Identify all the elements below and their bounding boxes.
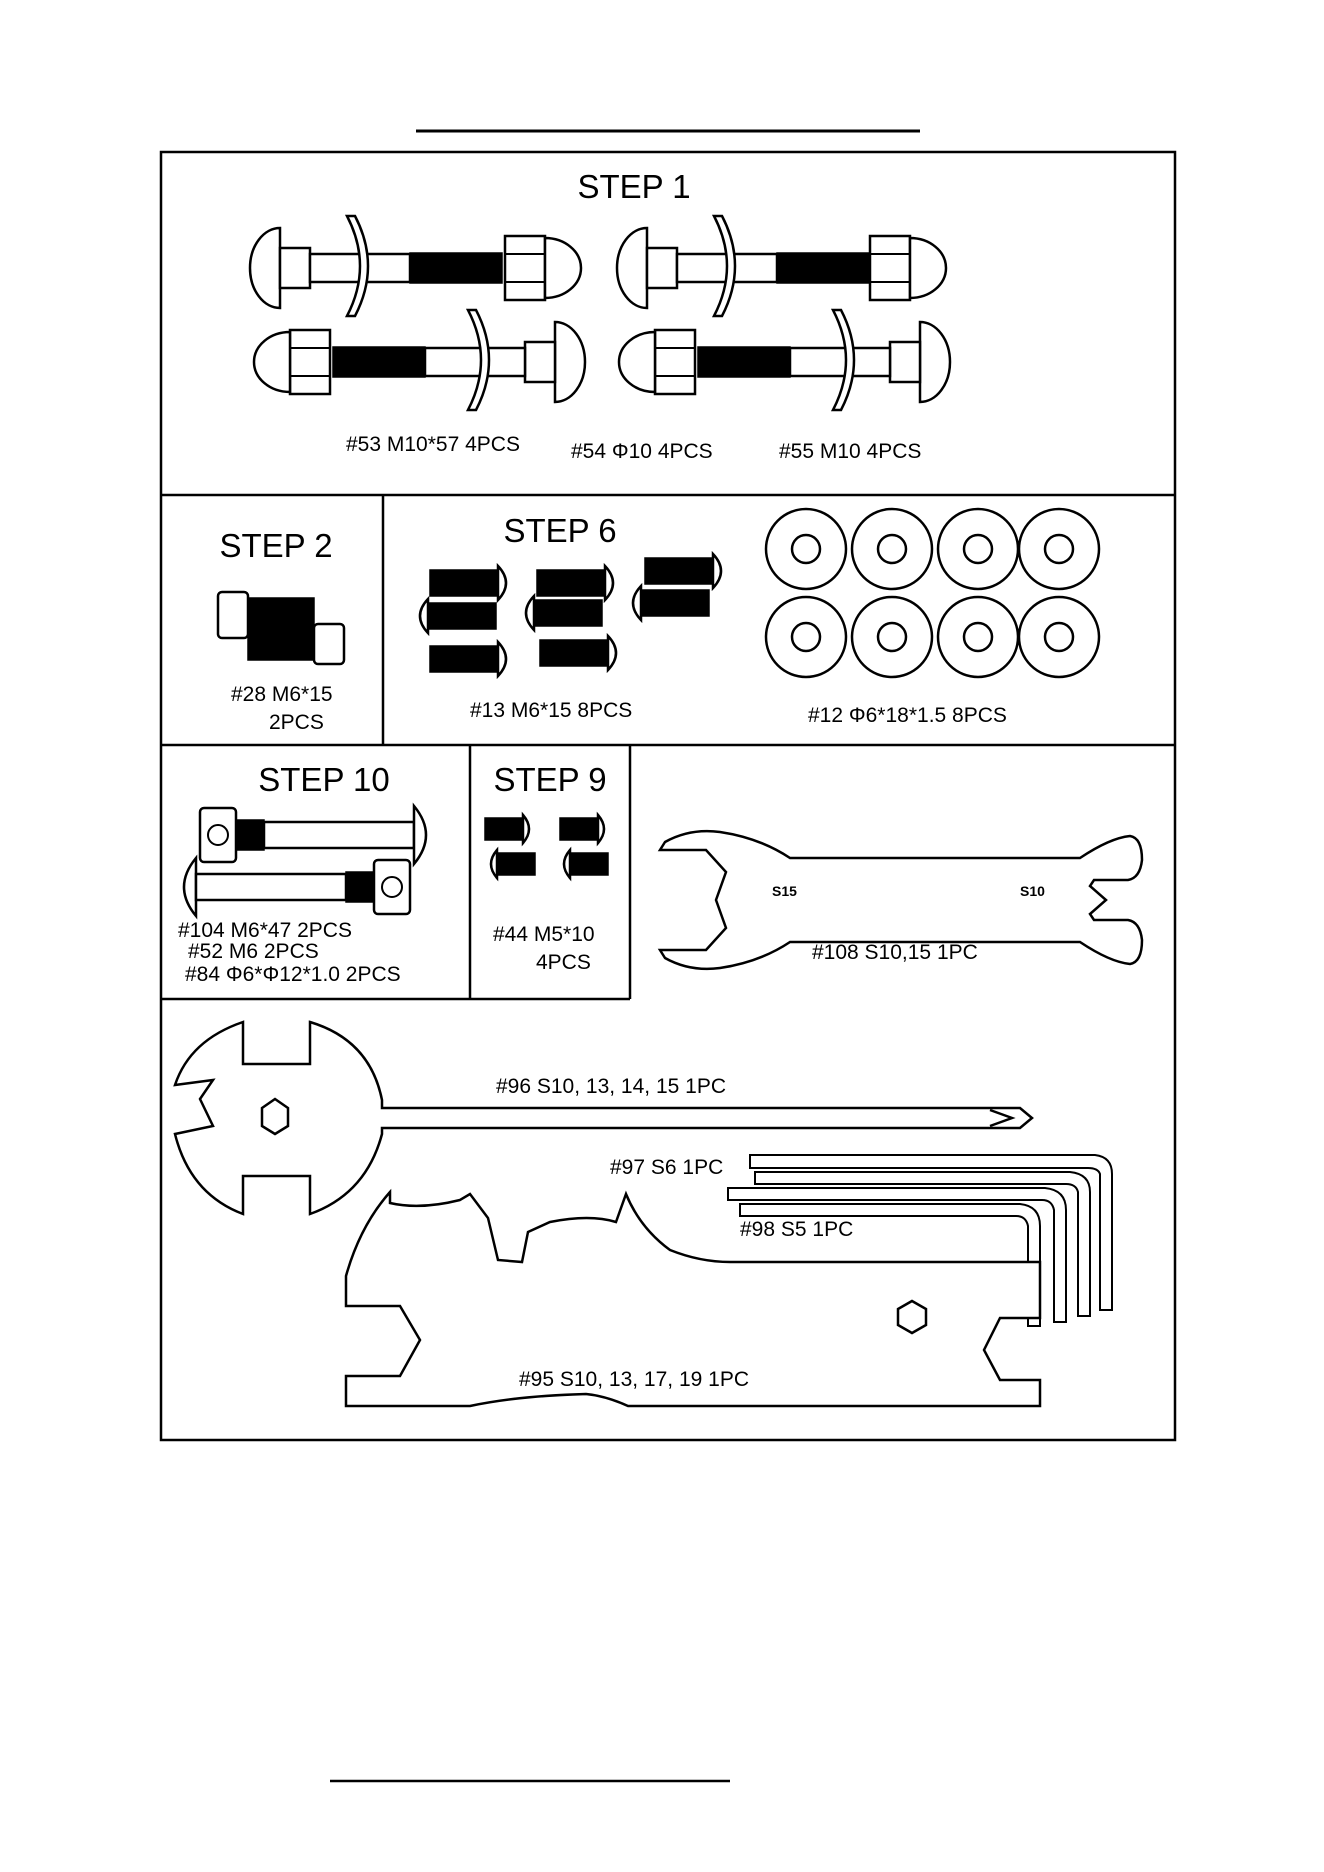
part-13-label: #13 M6*15 8PCS [470,699,632,722]
part-55-label: #55 M10 4PCS [779,440,921,463]
flat-washer-icon [766,509,1099,677]
part-28-label: #28 M6*15 [231,683,333,706]
part-98-label: #98 S5 1PC [740,1218,853,1241]
small-screw-icon [485,815,608,878]
part-95-label: #95 S10, 13, 17, 19 1PC [519,1368,749,1391]
part-97-label: #97 S6 1PC [610,1156,723,1179]
socket-cap-screw-icon [218,592,344,664]
wrench-mark-s15: S15 [772,883,797,899]
part-12-label: #12 Φ6*18*1.5 8PCS [808,704,1007,727]
step2-title: STEP 2 [219,527,332,564]
step9-title: STEP 9 [493,761,606,798]
carriage-bolt-icon [250,216,950,410]
wrench-mark-s10: S10 [1020,883,1045,899]
button-head-screw-icon [420,554,721,676]
multi-socket-wrench-icon [175,1022,1032,1214]
part-104-label: #104 M6*47 2PCS [178,919,352,942]
part-44-label: #44 M5*10 [493,923,595,946]
part-44-qty: 4PCS [536,951,591,974]
part-28-qty: 2PCS [269,711,324,734]
step1-title: STEP 1 [577,168,690,205]
long-bolt-icon [184,806,426,916]
part-54-label: #54 Φ10 4PCS [571,440,713,463]
part-53-label: #53 M10*57 4PCS [346,433,520,456]
part-84-label: #84 Φ6*Φ12*1.0 2PCS [185,963,401,986]
part-108-label: #108 S10,15 1PC [812,941,978,964]
part-52-label: #52 M6 2PCS [188,940,319,963]
part-96-label: #96 S10, 13, 14, 15 1PC [496,1075,726,1098]
step10-title: STEP 10 [258,761,389,798]
step6-title: STEP 6 [503,512,616,549]
